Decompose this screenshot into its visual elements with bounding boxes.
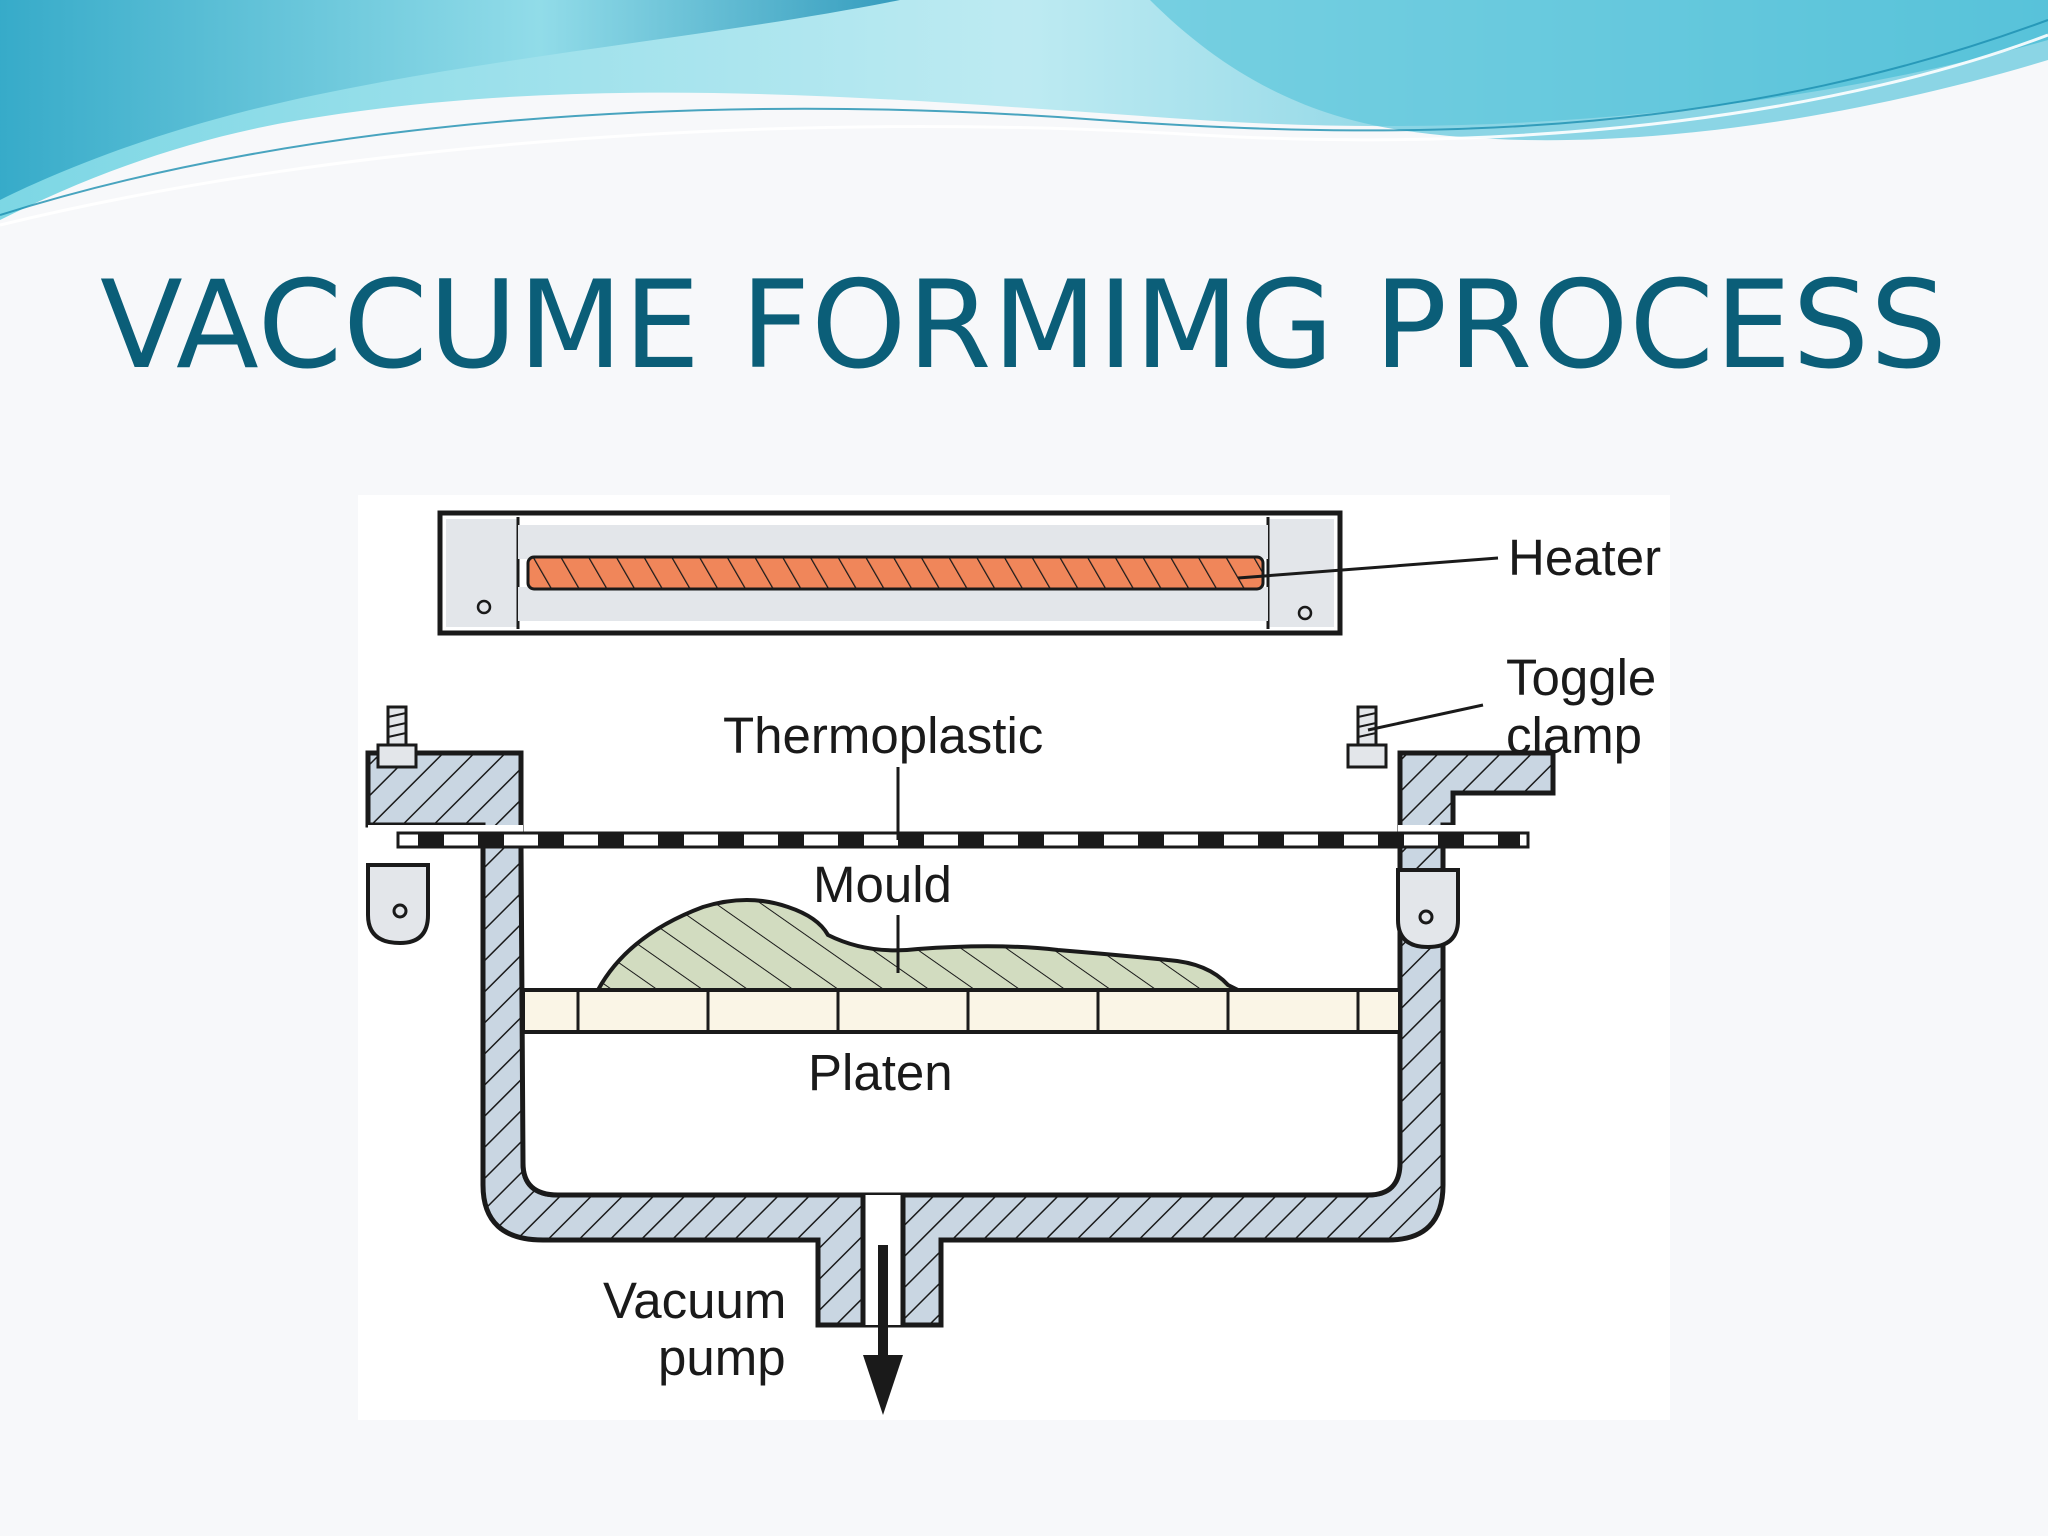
label-toggle-clamp-line1: Toggle: [1506, 649, 1656, 706]
slide-title: VACCUME FORMIMG PROCESS: [100, 255, 1948, 396]
vacuum-arrow: [863, 1245, 903, 1415]
thermoplastic-sheet: [396, 831, 1530, 849]
label-vacuum-pump-line1: Vacuum: [603, 1272, 786, 1329]
toggle-clamp-left: [366, 705, 430, 946]
label-thermoplastic: Thermoplastic: [723, 707, 1043, 764]
label-mould: Mould: [813, 856, 952, 913]
vacuum-forming-diagram: Heater Toggle clamp Thermoplastic Mould …: [358, 495, 1670, 1420]
platen: [521, 988, 1402, 1034]
heater: [437, 510, 1343, 636]
leader-lines: [896, 556, 1499, 973]
label-vacuum-pump-line2: pump: [658, 1329, 786, 1386]
label-toggle-clamp-line2: clamp: [1506, 707, 1642, 764]
label-heater: Heater: [1508, 529, 1661, 586]
mould: [594, 898, 1239, 992]
wave-banner: [0, 0, 2048, 227]
toggle-clamp-right: [1346, 705, 1460, 950]
label-platen: Platen: [808, 1044, 953, 1101]
